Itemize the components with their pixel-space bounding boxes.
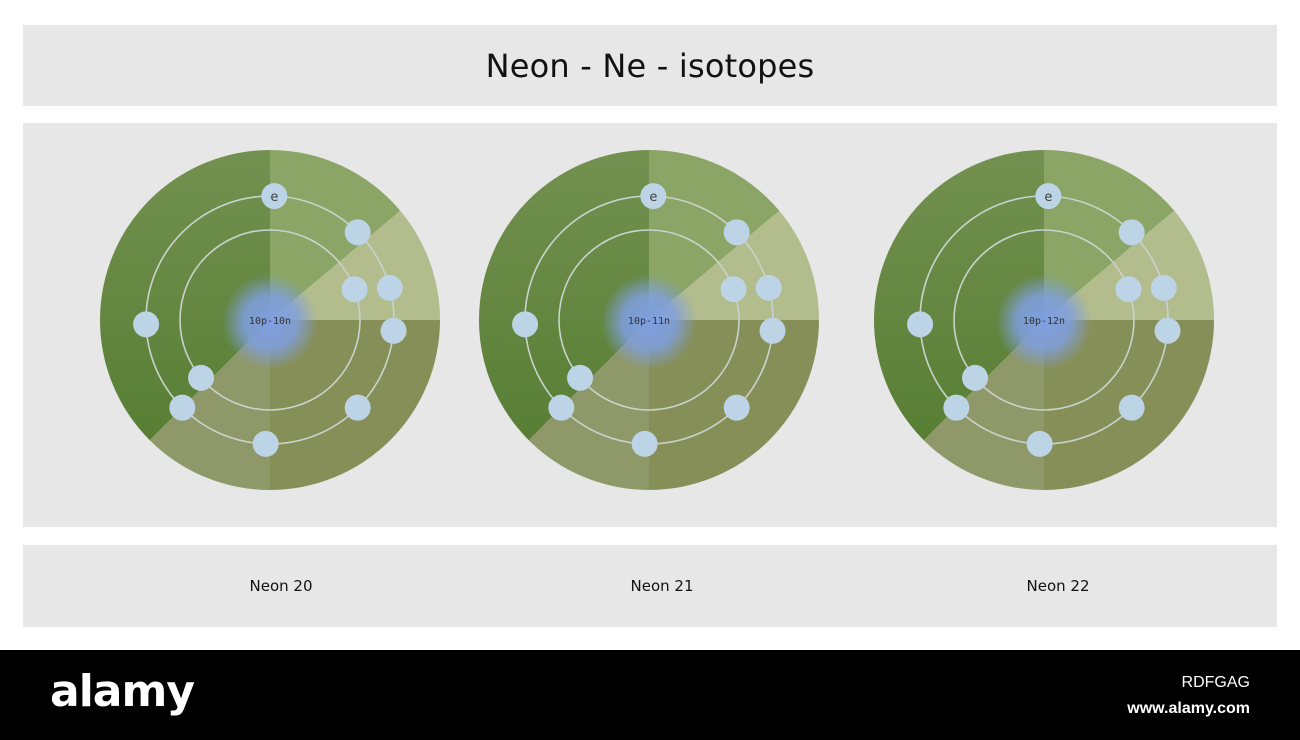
nucleus (996, 274, 1092, 370)
inner-shell (953, 229, 1135, 411)
electron (907, 311, 934, 338)
image-id: RDFGAG (1181, 674, 1250, 691)
electron (1115, 276, 1142, 303)
disc-segment (923, 320, 1044, 490)
electron (723, 394, 750, 421)
nucleus-label: 10p-11n (628, 316, 670, 327)
electron (943, 394, 970, 421)
label-panel: Neon 20 Neon 21 Neon 22 (23, 545, 1277, 627)
electron (631, 430, 658, 457)
electron (548, 394, 575, 421)
disc-segment (1044, 150, 1175, 320)
electron (1035, 183, 1062, 210)
atom-3: 10p-12n e (874, 150, 1214, 490)
atom-1: 10p-10n e (99, 150, 441, 490)
disc-segment (479, 150, 649, 441)
disc-segment (649, 150, 780, 320)
footer-url: www.alamy.com (1127, 700, 1250, 717)
atom-2: 10p-11n e (479, 150, 819, 490)
electron (1150, 274, 1177, 301)
isotope-label-neon-21: Neon 21 (630, 577, 694, 595)
electron (567, 364, 594, 391)
electron-label: e (270, 190, 278, 205)
nucleus-label: 10p-10n (249, 316, 291, 327)
electron (376, 274, 403, 301)
electron (344, 219, 371, 246)
electron (1154, 317, 1181, 344)
disc-segment (149, 320, 270, 490)
electron (380, 317, 407, 344)
nucleus-label: 10p-12n (1023, 316, 1065, 327)
isotope-label-neon-22: Neon 22 (1026, 577, 1090, 595)
electron (344, 394, 371, 421)
electron (759, 317, 786, 344)
electron (755, 274, 782, 301)
inner-shell (558, 229, 740, 411)
electron (723, 219, 750, 246)
electron (1118, 394, 1145, 421)
title-bar: Neon - Ne - isotopes (23, 25, 1277, 106)
disc-segment (528, 320, 649, 490)
nucleus (601, 274, 697, 370)
electron (133, 311, 160, 338)
electron (962, 364, 989, 391)
brand-logo: alamy (50, 666, 195, 717)
electron (188, 364, 215, 391)
electron (169, 394, 196, 421)
electron (1118, 219, 1145, 246)
electron (1026, 430, 1053, 457)
footer-bar: alamy RDFGAG www.alamy.com (0, 650, 1300, 740)
electron-label: e (649, 190, 657, 205)
electron (261, 183, 288, 210)
page-title: Neon - Ne - isotopes (485, 46, 815, 85)
electron (640, 183, 667, 210)
electron (720, 276, 747, 303)
atom-diagrams: 10p-10n e 10p-11n e 10p-12n e (99, 150, 1214, 490)
disc-segment (874, 150, 1044, 441)
electron (252, 430, 279, 457)
electron-label: e (1044, 190, 1052, 205)
inner-shell (179, 229, 361, 411)
electron (512, 311, 539, 338)
disc-segment (270, 150, 401, 320)
disc-segment (99, 150, 270, 441)
isotope-label-neon-20: Neon 20 (249, 577, 313, 595)
electron (341, 276, 368, 303)
nucleus (222, 274, 318, 370)
